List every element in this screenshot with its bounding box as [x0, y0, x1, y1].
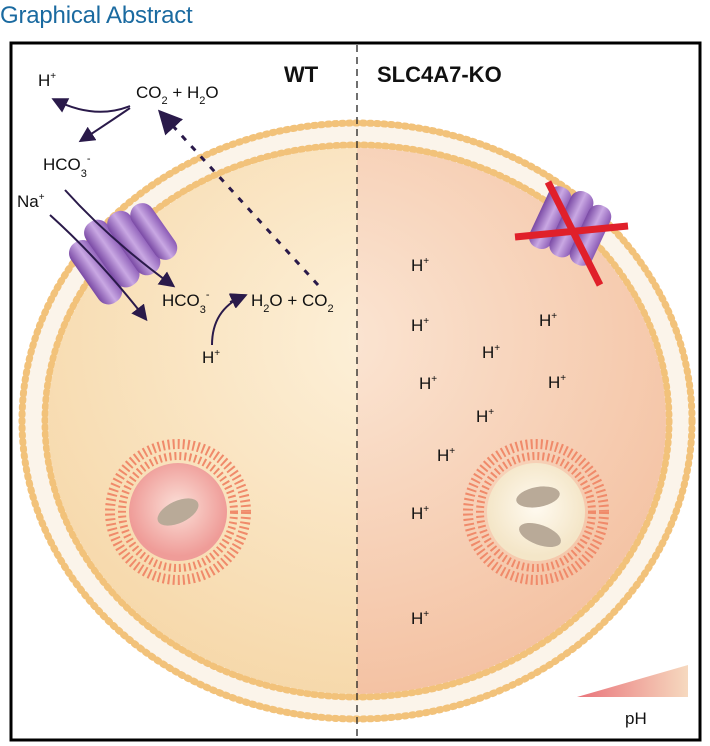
h-plus-label: H+	[482, 343, 500, 362]
hco3-intracellular-label: HCO3-	[162, 289, 210, 316]
h-plus-label: H+	[411, 316, 429, 335]
ph-label: pH	[625, 709, 647, 728]
h-plus-label: H+	[539, 311, 557, 330]
h-plus-label: H+	[38, 71, 56, 90]
h-plus-label: H+	[548, 373, 566, 392]
slc4a7-transporter-icon	[69, 203, 178, 305]
h2o-co2-label: H2O + CO2	[251, 291, 334, 315]
reaction-arrows	[49, 98, 320, 346]
ko-proton-labels: H+ H+ H+ H+ H+ H+ H+ H+ H+ H+	[411, 256, 566, 628]
wt-label: WT	[284, 62, 319, 87]
h-plus-label: H+	[411, 256, 429, 275]
ko-label: SLC4A7-KO	[377, 62, 502, 87]
h-plus-label: H+	[437, 446, 455, 465]
wt-lysosome	[105, 439, 251, 585]
bacterium-icon	[516, 486, 560, 508]
graphical-abstract-title: Graphical Abstract	[0, 2, 193, 29]
bacterium-icon	[157, 498, 199, 526]
h-plus-intracellular-label: H+	[202, 348, 220, 367]
h-plus-label: H+	[476, 407, 494, 426]
h-plus-label: H+	[411, 504, 429, 523]
ph-legend: pH	[577, 665, 688, 728]
hco3-label: HCO3-	[43, 153, 91, 180]
na-plus-label: Na+	[17, 192, 45, 211]
ph-gradient-wedge	[577, 665, 688, 697]
h-plus-label: H+	[419, 374, 437, 393]
ko-lysosome	[463, 439, 609, 585]
bacterium-icon	[519, 522, 561, 548]
co2-h2o-label: CO2 + H2O	[136, 83, 219, 107]
h-plus-label: H+	[411, 609, 429, 628]
cross-icon	[514, 180, 629, 287]
ko-cytoplasm	[357, 148, 666, 694]
